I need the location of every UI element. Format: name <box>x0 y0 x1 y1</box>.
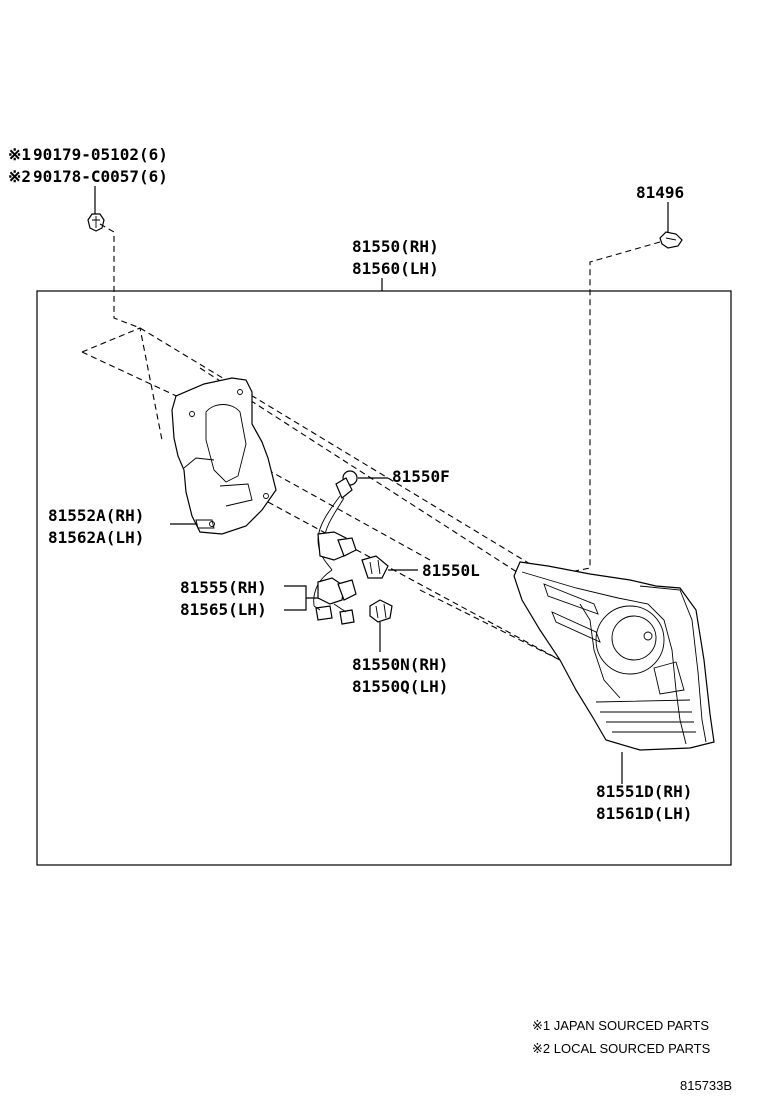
assembly-rh-label: 81550(RH) <box>352 237 439 256</box>
bulb-n-rh-label: 81550N(RH) <box>352 655 448 674</box>
clip-icon <box>87 213 105 232</box>
screw-label: 81496 <box>636 183 684 202</box>
bulb-f-icon <box>335 470 358 499</box>
lens-lh-label: 81561D(LH) <box>596 804 692 823</box>
assembly-guide-lines <box>81 327 561 661</box>
socket-rh-label: 81555(RH) <box>180 578 267 597</box>
clip-dashed-path <box>99 223 141 329</box>
housing-lh-label: 81562A(LH) <box>48 528 144 547</box>
lens-part <box>513 561 715 751</box>
lens-rh-label: 81551D(RH) <box>596 782 692 801</box>
housing-rh-label: 81552A(RH) <box>48 506 144 525</box>
diagram-id: 815733B <box>680 1078 732 1093</box>
bulb-f-label: 81550F <box>392 467 450 486</box>
legend-note-2: ※2 LOCAL SOURCED PARTS <box>532 1041 711 1056</box>
bulb-l-label: 81550L <box>422 561 480 580</box>
socket-lh-label: 81565(LH) <box>180 600 267 619</box>
housing-part <box>171 377 277 535</box>
socket-leader-line <box>284 585 318 611</box>
assembly-frame <box>36 290 732 866</box>
screw-dashed-path <box>559 241 661 575</box>
socket-wiring <box>313 495 357 625</box>
bulb-q-lh-label: 81550Q(LH) <box>352 677 448 696</box>
bulb-n-icon <box>369 599 393 623</box>
legend-note-1: ※1 JAPAN SOURCED PARTS <box>532 1018 709 1033</box>
screw-icon <box>659 231 683 249</box>
bulb-l-icon <box>361 555 389 579</box>
assembly-lh-label: 81560(LH) <box>352 259 439 278</box>
